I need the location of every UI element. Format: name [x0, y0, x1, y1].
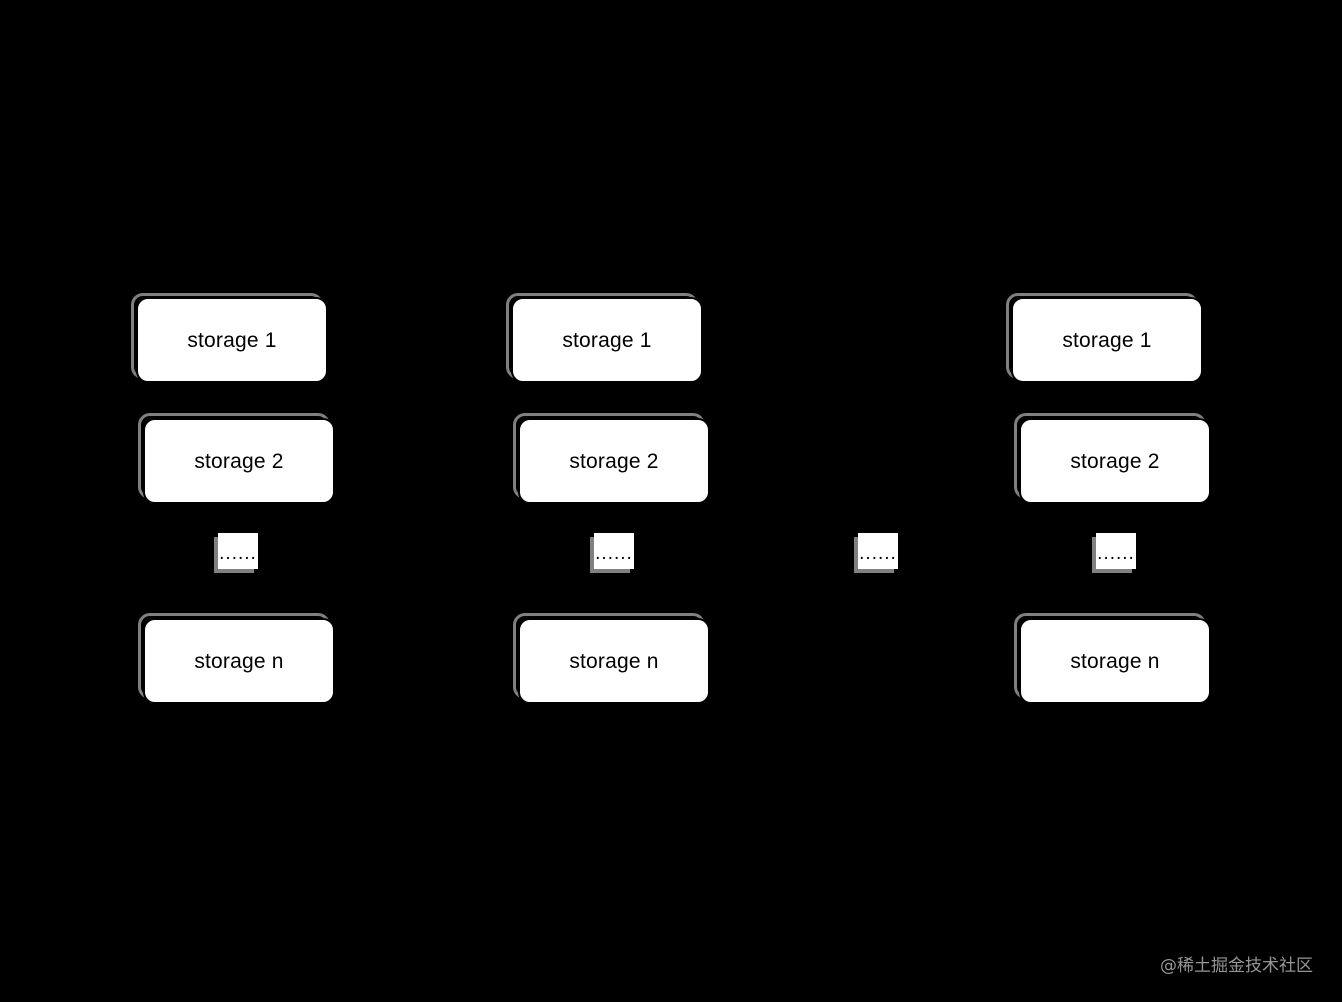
ellipsis-chip: ...... — [594, 533, 634, 569]
storage-node[interactable]: storage 2 — [1019, 418, 1211, 504]
storage-node-label: storage 1 — [562, 328, 652, 352]
ellipsis-label: ...... — [859, 543, 897, 564]
ellipsis-label: ...... — [595, 543, 633, 564]
storage-node-label: storage 2 — [569, 449, 659, 473]
storage-node[interactable]: storage 2 — [518, 418, 710, 504]
storage-node[interactable]: storage n — [1019, 618, 1211, 704]
ellipsis-label: ...... — [1097, 543, 1135, 564]
storage-node-label: storage n — [1070, 649, 1160, 673]
storage-node-label: storage 2 — [1070, 449, 1160, 473]
storage-node-label: storage n — [194, 649, 284, 673]
storage-node-label: storage 1 — [187, 328, 277, 352]
storage-node[interactable]: storage 1 — [136, 297, 328, 383]
storage-node[interactable]: storage 1 — [511, 297, 703, 383]
ellipsis-label: ...... — [219, 543, 257, 564]
storage-node[interactable]: storage 2 — [143, 418, 335, 504]
ellipsis-chip: ...... — [1096, 533, 1136, 569]
storage-node[interactable]: storage n — [518, 618, 710, 704]
storage-node-label: storage 2 — [194, 449, 284, 473]
storage-node[interactable]: storage n — [143, 618, 335, 704]
watermark: @稀土掘金技术社区 — [1160, 956, 1313, 976]
ellipsis-chip: ...... — [858, 533, 898, 569]
ellipsis-chip: ...... — [218, 533, 258, 569]
storage-node-label: storage n — [569, 649, 659, 673]
storage-node-label: storage 1 — [1062, 328, 1152, 352]
storage-node[interactable]: storage 1 — [1011, 297, 1203, 383]
